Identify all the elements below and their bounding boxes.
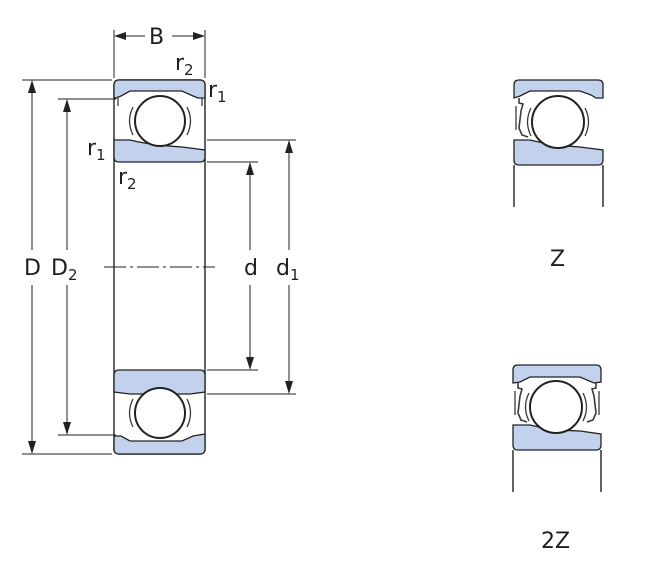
- label-r2-top: r2: [175, 51, 194, 79]
- label-d1: d1: [276, 256, 300, 284]
- cage-bottom-right: [186, 398, 192, 428]
- variant-z-section: [513, 79, 604, 207]
- label-r2-left: r2: [118, 165, 137, 193]
- variant-2z-section: [512, 364, 602, 492]
- dimension-lines: [22, 30, 296, 455]
- ball-bottom: [134, 387, 186, 439]
- cage-bottom-left: [128, 398, 134, 428]
- outer-ring-bottom: [113, 433, 206, 455]
- label-d: d: [244, 256, 258, 281]
- label-r1-left: r1: [87, 136, 106, 164]
- main-bearing-section: [104, 79, 215, 455]
- 2z-shield-left-icon: [517, 383, 528, 423]
- seal-top-left: [117, 98, 203, 106]
- z-shield-icon: [518, 98, 529, 138]
- cage-top-right: [186, 106, 192, 136]
- label-D2: D2: [51, 256, 78, 284]
- ball-top: [134, 95, 186, 147]
- label-r1-top: r1: [208, 78, 227, 106]
- variant-z-label: Z: [550, 247, 565, 272]
- outer-ring-top: [113, 79, 206, 99]
- inner-ring-bottom: [113, 369, 206, 395]
- label-B: B: [149, 25, 164, 50]
- variant-2z-label: 2Z: [541, 529, 570, 554]
- label-D: D: [24, 256, 41, 281]
- cage-top-left: [128, 106, 134, 136]
- 2z-shield-right-icon: [586, 383, 597, 423]
